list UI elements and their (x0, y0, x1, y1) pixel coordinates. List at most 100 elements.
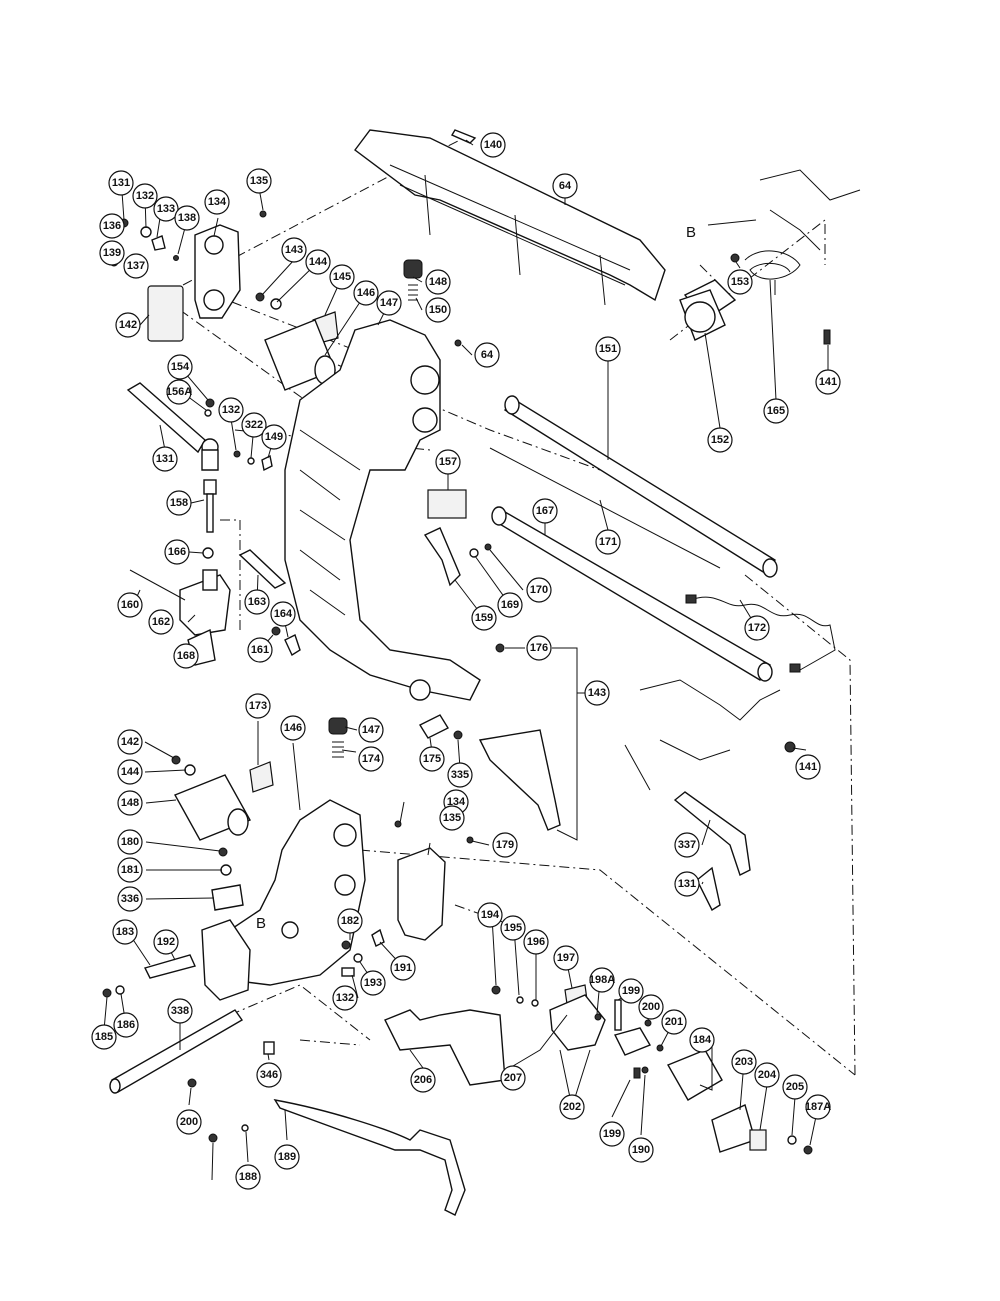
callout-143: 143 (281, 237, 307, 263)
callout-circle (241, 412, 267, 438)
callout-circle (246, 168, 272, 194)
callout-circle (754, 1062, 780, 1088)
callout-148: 148 (425, 269, 451, 295)
callout-202: 202 (559, 1094, 585, 1120)
callout-165: 165 (763, 398, 789, 424)
callout-200: 200 (638, 994, 664, 1020)
callout-206: 206 (410, 1067, 436, 1093)
callout-158: 158 (166, 490, 192, 516)
callout-199: 199 (599, 1121, 625, 1147)
callout-151: 151 (595, 336, 621, 362)
callout-label: 153 (731, 276, 749, 288)
callout-134: 134 (204, 189, 230, 215)
callout-circle (618, 978, 644, 1004)
callout-label: 154 (171, 361, 190, 373)
callout-label: 204 (758, 1069, 777, 1081)
callout-label: 135 (443, 812, 461, 824)
callout-label: 151 (599, 343, 617, 355)
callout-167: 167 (532, 498, 558, 524)
leader-lines (103, 139, 829, 1181)
callout-64: 64 (552, 173, 578, 199)
callout-191: 191 (390, 955, 416, 981)
callout-circle (148, 609, 174, 635)
callout-label: 147 (362, 724, 380, 736)
callout-circle (99, 213, 125, 239)
callout-circle (523, 929, 549, 955)
callout-161: 161 (247, 637, 273, 663)
callout-circle (471, 605, 497, 631)
callout-circle (247, 637, 273, 663)
callout-circle (553, 945, 579, 971)
callout-circle (117, 857, 143, 883)
callout-circle (599, 1121, 625, 1147)
callout-label: 142 (121, 736, 139, 748)
callout-label: 157 (439, 456, 457, 468)
callout-circle (390, 955, 416, 981)
callout-172: 172 (744, 615, 770, 641)
callout-label: 141 (819, 376, 837, 388)
callout-circle (153, 929, 179, 955)
callout-circle (526, 577, 552, 603)
callout-circle (329, 264, 355, 290)
callout-circle (674, 871, 700, 897)
callout-141: 141 (795, 754, 821, 780)
callout-circle (280, 715, 306, 741)
callout-circle (419, 746, 445, 772)
callout-label: 197 (557, 952, 575, 964)
callout-label: 132 (336, 992, 354, 1004)
callout-circle (480, 132, 506, 158)
callout-label: 176 (530, 642, 548, 654)
callout-190: 190 (628, 1137, 654, 1163)
callout-133: 133 (153, 196, 179, 222)
callout-336: 336 (117, 886, 143, 912)
callout-circle (108, 170, 134, 196)
callout-circle (332, 985, 358, 1011)
callout-168: 168 (173, 643, 199, 669)
callout-146: 146 (353, 280, 379, 306)
callout-138: 138 (174, 205, 200, 231)
callout-circle (167, 354, 193, 380)
callout-label: 161 (251, 644, 269, 656)
callout-198a: 198A (589, 967, 615, 993)
callout-label: 192 (157, 936, 175, 948)
callout-147: 147 (358, 717, 384, 743)
callout-circle (360, 970, 386, 996)
callout-179: 179 (492, 832, 518, 858)
callout-circle (152, 446, 178, 472)
callout-182: 182 (337, 908, 363, 934)
callout-204: 204 (754, 1062, 780, 1088)
callout-label: 163 (248, 596, 266, 608)
callout-label: 200 (180, 1116, 198, 1128)
callout-circle (425, 269, 451, 295)
callout-label: 132 (222, 404, 240, 416)
callout-185: 185 (91, 1024, 117, 1050)
callout-label: 134 (447, 796, 466, 808)
callout-circle (532, 498, 558, 524)
callout-label: 131 (112, 177, 130, 189)
callout-label: 165 (767, 405, 785, 417)
callout-circle (707, 427, 733, 453)
callout-circle (353, 280, 379, 306)
parts-artwork (102, 129, 861, 1216)
callout-label: 145 (333, 271, 351, 283)
callout-circle (91, 1024, 117, 1050)
callout-circle (164, 539, 190, 565)
callout-label: 147 (380, 297, 398, 309)
callout-label: 158 (170, 497, 188, 509)
callout-label: 159 (475, 612, 493, 624)
callout-circle (782, 1074, 808, 1100)
callout-label: 143 (285, 244, 303, 256)
callout-148: 148 (117, 790, 143, 816)
callout-label: 199 (603, 1128, 621, 1140)
callout-201: 201 (661, 1009, 687, 1035)
callout-circle (410, 1067, 436, 1093)
callout-circle (763, 398, 789, 424)
callout-188: 188 (235, 1164, 261, 1190)
callout-circle (235, 1164, 261, 1190)
callout-label: 186 (117, 1019, 135, 1031)
callout-label: 170 (530, 584, 548, 596)
callout-circle (497, 592, 523, 618)
callout-184: 184 (689, 1027, 715, 1053)
callout-136: 136 (99, 213, 125, 239)
callout-197: 197 (553, 945, 579, 971)
